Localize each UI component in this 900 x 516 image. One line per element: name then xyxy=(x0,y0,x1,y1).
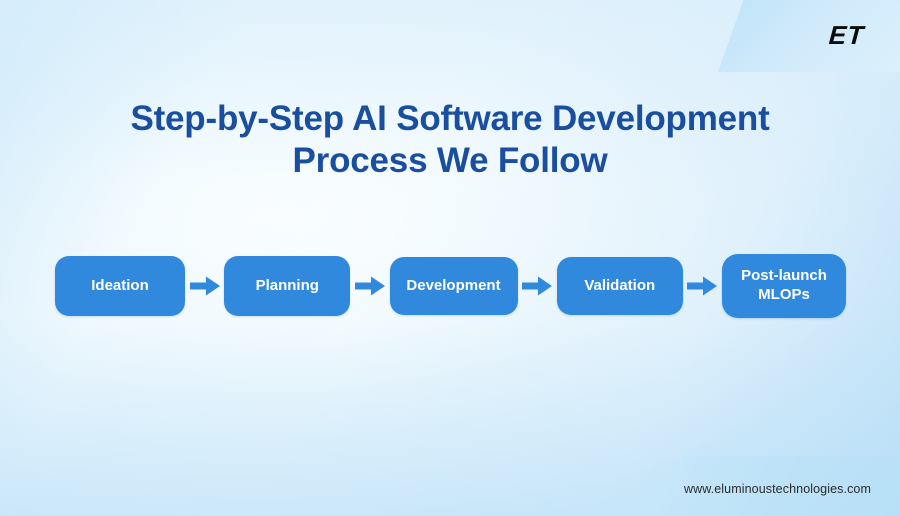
flow-step-planning: Planning xyxy=(224,256,351,316)
arrow-right-icon xyxy=(522,276,553,296)
arrow-right-icon xyxy=(354,276,385,296)
company-logo: ET xyxy=(827,20,866,50)
page-title: Step-by-Step AI Software Development Pro… xyxy=(0,98,900,182)
top-right-angled-banner xyxy=(718,0,900,72)
flow-step-validation: Validation xyxy=(556,257,683,315)
flow-step-label: Post-launch MLOPs xyxy=(741,267,827,305)
flow-step-ideation: Ideation xyxy=(55,256,185,316)
flow-step-post-launch-mlops: Post-launch MLOPs xyxy=(722,254,846,318)
flow-step-label: Ideation xyxy=(91,276,149,294)
arrow-right-icon xyxy=(687,276,718,296)
page-title-line-1: Step-by-Step AI Software Development xyxy=(130,99,770,138)
flow-step-label-line-2: MLOPs xyxy=(758,286,810,303)
page-title-line-2: Process We Follow xyxy=(292,141,608,180)
arrow-right-icon xyxy=(189,276,220,296)
flow-step-label: Validation xyxy=(584,276,656,294)
website-url: www.eluminoustechnologies.com xyxy=(683,482,871,496)
flow-step-label: Planning xyxy=(255,276,319,294)
flow-step-development: Development xyxy=(389,257,518,315)
flow-step-label: Development xyxy=(406,276,501,294)
flow-step-label-line-1: Post-launch xyxy=(741,267,827,285)
process-flow-diagram: Ideation Planning Development Validation… xyxy=(55,253,846,319)
